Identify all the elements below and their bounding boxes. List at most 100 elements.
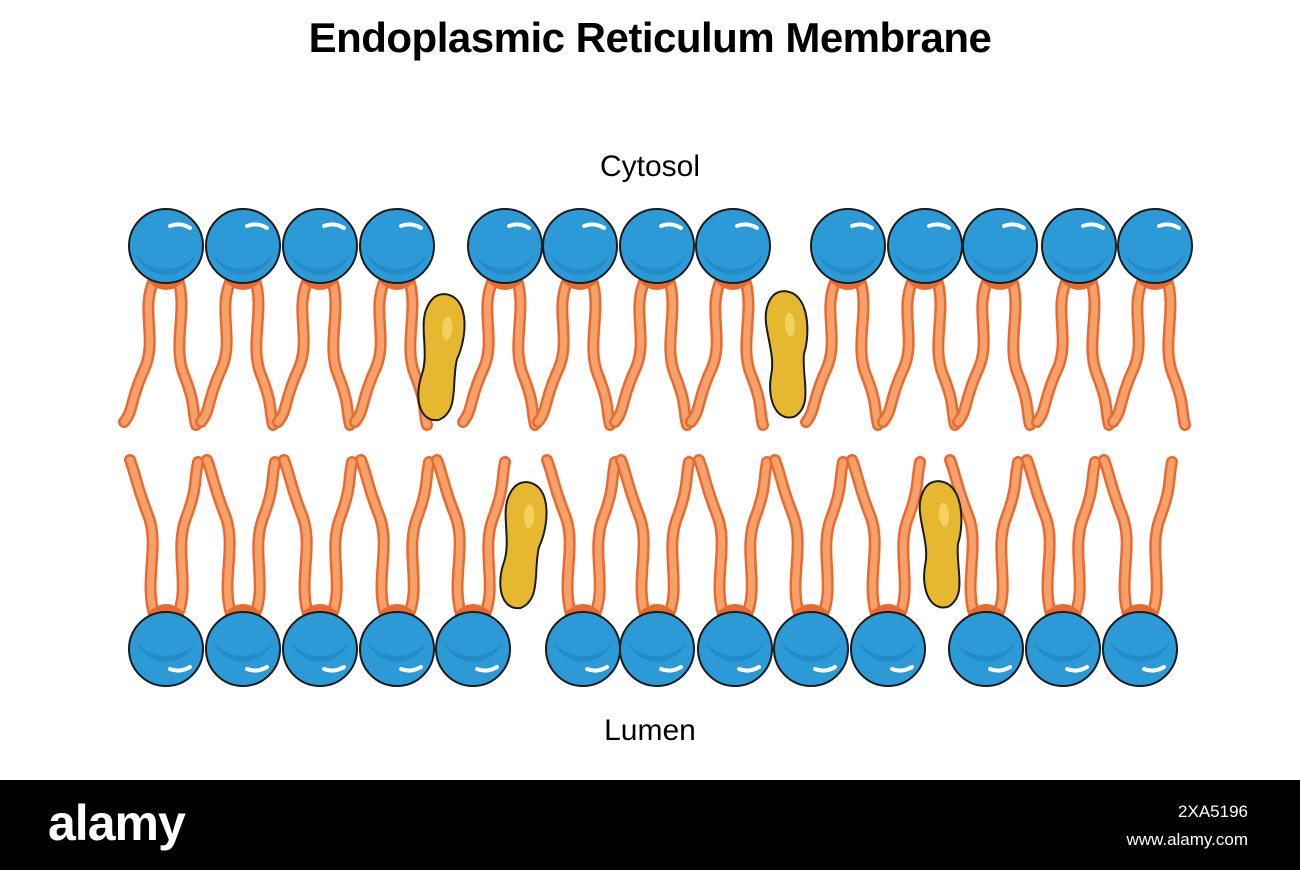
phospholipid-head-highlight-bottom-9 [890, 665, 914, 673]
fatty-acid-tail-core-t2a [274, 276, 312, 426]
phospholipid-head-highlight-top-7 [735, 222, 759, 230]
fatty-acid-tail-core-b2a [280, 456, 312, 618]
phospholipid-head-bottom-6 [619, 611, 695, 687]
phospholipid-head-shade-bottom-4 [443, 641, 503, 662]
cholesterol-body-2 [499, 481, 548, 609]
fatty-acid-tail-core-b12a [1100, 456, 1132, 618]
phospholipid-head-shade-top-5 [550, 254, 610, 275]
fatty-acid-tail-core-b8b [819, 458, 847, 618]
phospholipid-head-highlight-bottom-6 [659, 665, 683, 673]
fatty-acid-tail-core-b5b [591, 458, 619, 618]
fatty-acid-tail-core-b3b [405, 458, 433, 618]
label-cytosol: Cytosol [599, 150, 701, 183]
phospholipid-head-shade-top-8 [818, 254, 878, 275]
phospholipid-head-shade-top-4 [475, 254, 535, 275]
fatty-acid-tail-core-b10b [994, 458, 1022, 618]
phospholipid-head-shade-bottom-7 [705, 641, 765, 662]
phospholipid-head-shade-bottom-10 [956, 641, 1016, 662]
phospholipid-head-shade-bottom-5 [553, 641, 613, 662]
phospholipid-head-bottom-3 [359, 611, 435, 687]
phospholipid-head-highlight-bottom-8 [813, 665, 837, 673]
phospholipid-head-highlight-top-12 [1157, 222, 1181, 230]
fatty-acid-tail-core-b6b [665, 458, 693, 618]
phospholipid-head-shade-top-3 [367, 254, 427, 275]
footer-url[interactable]: www.alamy.com [1126, 830, 1248, 849]
footer-bar: alamy 2XA5196 www.alamy.com [0, 780, 1300, 870]
phospholipid-head-highlight-top-2 [322, 222, 346, 230]
phospholipid-head-shade-bottom-12 [1110, 641, 1170, 662]
fatty-acid-tail-core-t4b [513, 276, 539, 429]
fatty-acid-tail-core-b8a [771, 456, 803, 618]
phospholipid-head-shade-bottom-3 [367, 641, 427, 662]
footer-image-id: 2XA5196 [1178, 802, 1248, 821]
phospholipid-head-highlight-top-1 [245, 222, 269, 230]
phospholipid-head-bottom-2 [282, 611, 358, 687]
phospholipid-head-shade-bottom-6 [627, 641, 687, 662]
fatty-acid-tail-core-b1a [203, 456, 235, 618]
phospholipid-head-highlight-bottom-7 [737, 665, 761, 673]
membrane-diagram [118, 208, 1193, 687]
fatty-acid-tail-core-t7a [687, 276, 725, 426]
phospholipid-head-bottom-11 [1025, 611, 1101, 687]
fatty-acid-tail-core-b9b [896, 458, 924, 618]
fatty-acid-tail-core-t7b [741, 276, 767, 429]
fatty-acid-tail-core-t12b [1163, 276, 1189, 429]
phospholipid-head-highlight-bottom-5 [585, 665, 609, 673]
fatty-acid-tail-core-b10a [946, 456, 978, 618]
cholesterol-body-3 [918, 480, 963, 609]
fatty-acid-tail-core-t6a [611, 276, 649, 426]
phospholipid-head-highlight-bottom-11 [1065, 665, 1089, 673]
footer-brand-logo[interactable]: alamy [48, 795, 186, 851]
phospholipid-head-bottom-0 [128, 611, 204, 687]
fatty-acid-tail-core-b1b [251, 458, 279, 618]
phospholipid-head-bottom-7 [697, 611, 773, 687]
fatty-acid-tail-core-t11b [1087, 276, 1113, 429]
phospholipid-head-shade-bottom-8 [781, 641, 841, 662]
cholesterol-highlight-3 [938, 502, 949, 527]
fatty-acid-tail-core-t5a [534, 276, 572, 426]
phospholipid-head-highlight-bottom-12 [1142, 665, 1166, 673]
inner-leaflet [124, 454, 1178, 687]
fatty-acid-tail-core-t10b [1008, 276, 1034, 429]
fatty-acid-tail-core-t0a [120, 276, 158, 426]
phospholipid-head-bottom-9 [850, 611, 926, 687]
cholesterol-3 [918, 480, 963, 609]
phospholipid-head-shade-top-9 [895, 254, 955, 275]
phospholipid-head-highlight-top-0 [168, 222, 192, 230]
phospholipid-head-highlight-top-5 [582, 222, 606, 230]
phospholipid-head-shade-top-0 [136, 254, 196, 275]
phospholipid-head-highlight-top-11 [1081, 222, 1105, 230]
phospholipid-head-highlight-top-9 [927, 222, 951, 230]
fatty-acid-tail-core-t12a [1109, 276, 1147, 426]
fatty-acid-tail-core-t5b [588, 276, 614, 429]
fatty-acid-tail-core-b6a [617, 456, 649, 618]
fatty-acid-tail-core-b12b [1148, 458, 1176, 618]
fatty-acid-tail-core-t2b [328, 276, 354, 429]
fatty-acid-tail-core-b7b [743, 458, 771, 618]
outer-leaflet [118, 208, 1193, 431]
phospholipid-head-highlight-top-4 [507, 222, 531, 230]
fatty-acid-tail-core-b5a [543, 456, 575, 618]
phospholipid-head-bottom-5 [545, 611, 621, 687]
phospholipid-head-highlight-bottom-3 [399, 665, 423, 673]
fatty-acid-tail-core-b9a [848, 456, 880, 618]
phospholipid-head-bottom-12 [1102, 611, 1178, 687]
fatty-acid-tail-core-b7a [695, 456, 727, 618]
fatty-acid-tail-core-t8b [856, 276, 882, 429]
fatty-acid-tail-core-b0a [126, 456, 158, 618]
phospholipid-head-shade-top-10 [970, 254, 1030, 275]
fatty-acid-tail-core-t9b [933, 276, 959, 429]
phospholipid-head-shade-bottom-9 [858, 641, 918, 662]
fatty-acid-tail-core-t9a [879, 276, 917, 426]
fatty-acid-tail-core-t3a [351, 276, 389, 426]
phospholipid-head-highlight-bottom-10 [988, 665, 1012, 673]
fatty-acid-tail-core-b0b [174, 458, 202, 618]
phospholipid-head-shade-top-2 [290, 254, 350, 275]
cholesterol-body-0 [417, 293, 466, 421]
phospholipid-head-highlight-top-6 [659, 222, 683, 230]
cholesterol-2 [499, 481, 548, 609]
phospholipid-head-shade-top-7 [703, 254, 763, 275]
phospholipid-head-bottom-1 [205, 611, 281, 687]
phospholipid-head-shade-top-1 [213, 254, 273, 275]
phospholipid-head-shade-bottom-11 [1033, 641, 1093, 662]
